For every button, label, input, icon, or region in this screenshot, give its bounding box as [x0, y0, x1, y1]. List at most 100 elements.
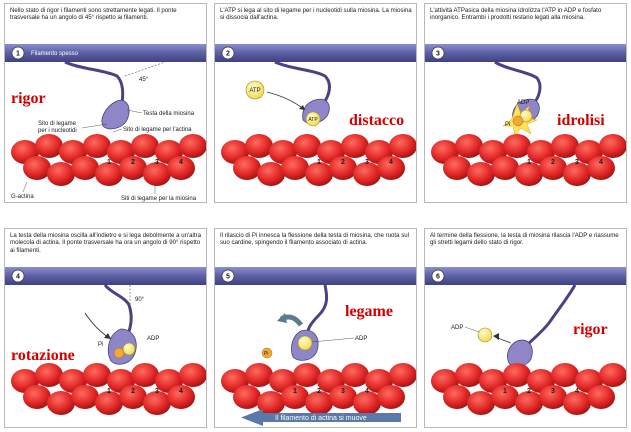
- svg-text:2: 2: [131, 388, 135, 395]
- panel-1-illustration: 1 Filamento spesso 45° Testa della miosi…: [5, 44, 206, 202]
- step-label: legame: [345, 303, 393, 320]
- svg-text:4: 4: [365, 388, 369, 395]
- step-label: distacco: [349, 112, 405, 129]
- panel-3-illustration: 3 ADP Pi 1 2 3 4: [425, 44, 626, 186]
- adp-molecule: [519, 109, 533, 123]
- panel-caption: La testa della miosina oscilla all'indie…: [10, 232, 202, 254]
- step-number-badge: [221, 269, 235, 283]
- pi-molecule: [512, 115, 524, 127]
- atp-molecule-free: [245, 80, 265, 100]
- thick-filament: [215, 44, 416, 62]
- panel-4: La testa della miosina oscilla all'indie…: [4, 228, 207, 428]
- pi-label: Pi: [98, 342, 103, 348]
- step-number: 6: [436, 274, 440, 281]
- callout-head: Testa della miosina: [143, 111, 195, 117]
- panel-2-illustration: 2 ATP ATP 1 2 3 4: [215, 44, 416, 186]
- svg-text:1: 1: [107, 388, 111, 395]
- myosin-neck: [274, 60, 331, 105]
- step-number: 2: [226, 51, 230, 58]
- adp-label: ADP: [355, 336, 367, 342]
- atp-label-bound: ATP: [308, 117, 318, 123]
- atp-label-free: ATP: [249, 88, 260, 94]
- panel-caption: Il rilascio di Pi innesca la flessione d…: [220, 232, 410, 247]
- svg-text:per i nucleotidi: per i nucleotidi: [38, 128, 77, 134]
- actin-filament-1: [11, 134, 206, 186]
- svg-text:4: 4: [389, 159, 393, 166]
- svg-text:3: 3: [551, 388, 555, 395]
- adp-label: ADP: [451, 325, 463, 331]
- panel-6-illustration: 6 ADP 1 2 3 4: [425, 267, 626, 415]
- svg-text:4: 4: [599, 159, 603, 166]
- myosin-neck: [64, 60, 125, 110]
- step-number-badge: [431, 46, 445, 60]
- svg-text:3: 3: [365, 159, 369, 166]
- actin-filament-2: [221, 134, 416, 186]
- svg-text:1: 1: [503, 388, 507, 395]
- step-number: 1: [16, 51, 20, 58]
- actin-movement-arrow: [241, 409, 401, 426]
- svg-text:3: 3: [341, 388, 345, 395]
- thick-filament: [425, 44, 626, 62]
- svg-text:3: 3: [155, 388, 159, 395]
- pi-molecule: [261, 347, 273, 359]
- pi-label: Pi: [264, 351, 268, 357]
- callout-g-actin: G-actina: [11, 194, 34, 200]
- adp-molecule: [297, 335, 313, 351]
- callout-myosin-site: Siti di legame per la miosina: [121, 196, 197, 202]
- myosin-head: [507, 339, 533, 367]
- thick-filament: [215, 267, 416, 285]
- step-label: rigor: [11, 90, 46, 107]
- angle-line: [124, 61, 166, 77]
- actin-number-2: 2: [131, 159, 135, 166]
- actin-number-4: 4: [179, 159, 183, 166]
- svg-text:1: 1: [527, 159, 531, 166]
- step-number-badge: [221, 46, 235, 60]
- binding-arrow: [266, 91, 306, 111]
- panel-caption: Al termine della flessione, la testa di …: [430, 232, 619, 247]
- callout-nucleotide-site: Sito di legame: [38, 121, 77, 127]
- adp-molecule: [122, 342, 136, 356]
- step-label: rotazione: [11, 347, 75, 364]
- step-number: 5: [226, 274, 230, 281]
- callout-actin-site: Sito di legame per l'actina: [123, 127, 192, 133]
- actin-filament-3: [431, 134, 626, 186]
- svg-text:4: 4: [575, 388, 579, 395]
- panel-caption: Nello stato di rigor i filamenti sono st…: [10, 7, 177, 22]
- step-number: 3: [436, 51, 440, 58]
- actin-movement-label: Il filamento di actina si muove: [275, 415, 367, 422]
- adp-label: ADP: [147, 336, 159, 342]
- svg-text:3: 3: [575, 159, 579, 166]
- svg-text:1: 1: [317, 159, 321, 166]
- thick-filament: [5, 267, 206, 285]
- panel-2: L'ATP si lega al sito di legame per i nu…: [214, 3, 417, 203]
- step-number-badge: [431, 269, 445, 283]
- adp-label: ADP: [517, 100, 529, 106]
- panel-5: Il rilascio di Pi innesca la flessione d…: [214, 228, 417, 428]
- pi-label: Pi: [505, 122, 510, 128]
- panel-4-illustration: 4 90° ADP Pi 1 2 3 4: [5, 267, 206, 415]
- svg-text:2: 2: [341, 159, 345, 166]
- svg-text:2: 2: [551, 159, 555, 166]
- actin-filament-6: [431, 363, 626, 415]
- panel-caption: L'ATP si lega al sito di legame per i nu…: [220, 7, 412, 22]
- svg-text:2: 2: [527, 388, 531, 395]
- myosin-neck: [494, 60, 542, 106]
- step-label: rigor: [573, 321, 608, 338]
- myosin-head: [101, 99, 130, 130]
- actin-filament-5: [221, 363, 416, 415]
- svg-text:1: 1: [293, 388, 297, 395]
- pi-molecule: [113, 347, 125, 359]
- step-number-badge: [11, 269, 25, 283]
- panel-6: Al termine della flessione, la testa di …: [424, 228, 627, 428]
- step-label: idrolisi: [557, 112, 605, 129]
- atp-molecule-bound: [305, 111, 321, 127]
- actin-number-1: 1: [107, 159, 111, 166]
- svg-text:4: 4: [179, 388, 183, 395]
- panel-caption: L'attività ATPasica della miosina idroli…: [430, 7, 602, 22]
- thick-filament: [425, 267, 626, 285]
- myosin-neck: [523, 284, 577, 349]
- thick-filament: [5, 44, 206, 62]
- panel-1: Nello stato di rigor i filamenti sono st…: [4, 3, 207, 203]
- actin-filament-4: [11, 363, 206, 415]
- panel-3: L'attività ATPasica della miosina idroli…: [424, 3, 627, 203]
